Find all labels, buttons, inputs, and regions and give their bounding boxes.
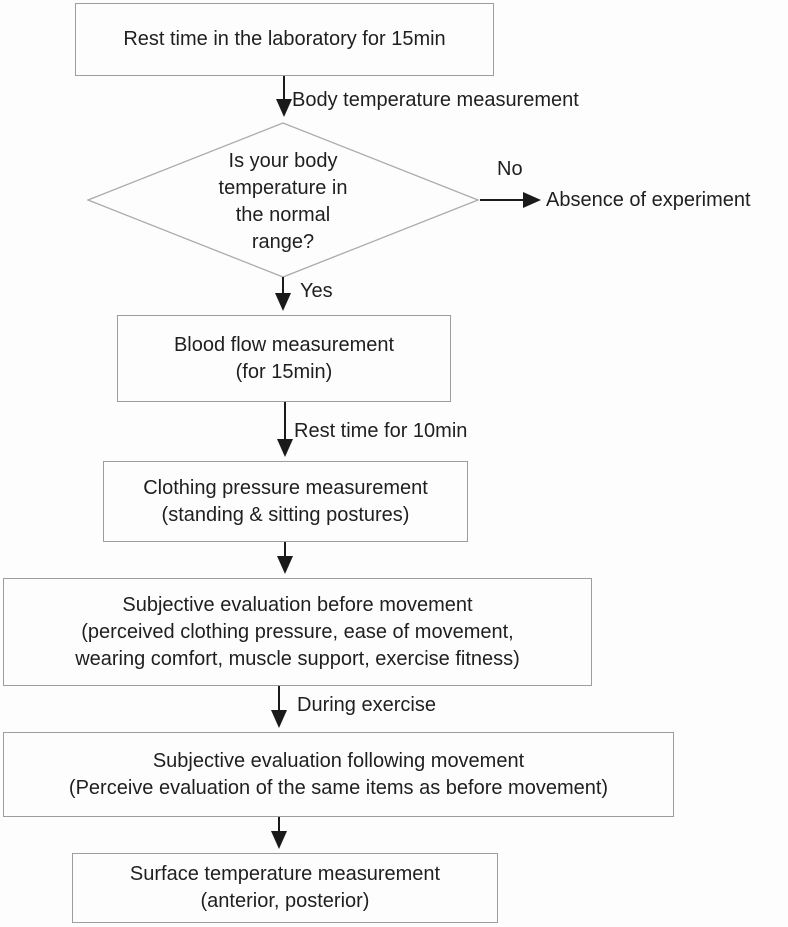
decision-line-3: the normal: [235, 204, 331, 226]
subjective-before-line-3: wearing comfort, muscle support, exercis…: [75, 647, 520, 670]
decision-line-2: temperature in: [218, 177, 348, 199]
blood-line-1: Blood flow measurement: [173, 333, 395, 356]
subjective-before-line-2: (perceived clothing pressure, ease of mo…: [81, 620, 514, 643]
flow-box-rest-time-text: Rest time in the laboratory for 15min: [123, 28, 446, 50]
edge-label-no: No: [497, 158, 523, 180]
clothing-line-1: Clothing pressure measurement: [143, 476, 428, 499]
flow-box-blood-flow: Blood flow measurement (for 15min): [117, 315, 451, 402]
flow-box-subjective-following: Subjective evaluation following movement…: [3, 732, 674, 817]
decision-line-4: range?: [251, 231, 315, 253]
edge-label-body-temperature: Body temperature measurement: [292, 89, 579, 111]
surface-line-2: (anterior, posterior): [200, 890, 370, 912]
flow-box-rest-time: Rest time in the laboratory for 15min: [75, 3, 494, 76]
edge-label-during-exercise: During exercise: [297, 694, 436, 716]
subjective-before-line-1: Subjective evaluation before movement: [122, 593, 473, 616]
flow-box-surface-temperature: Surface temperature measurement (anterio…: [72, 853, 498, 923]
subjective-following-line-2: (Perceive evaluation of the same items a…: [68, 776, 609, 799]
flow-terminal-absence: Absence of experiment: [546, 189, 751, 211]
flow-box-subjective-before: Subjective evaluation before movement (p…: [3, 578, 592, 686]
edge-label-yes: Yes: [300, 280, 333, 302]
flow-box-clothing-pressure: Clothing pressure measurement (standing …: [103, 461, 468, 542]
surface-line-1: Surface temperature measurement: [129, 863, 441, 885]
subjective-following-line-1: Subjective evaluation following movement: [152, 749, 525, 772]
edge-label-rest-10min: Rest time for 10min: [294, 420, 468, 442]
decision-line-1: Is your body: [228, 150, 338, 172]
decision-diamond-text: Is your body temperature in the normal r…: [168, 148, 398, 256]
blood-line-2: (for 15min): [235, 360, 333, 383]
clothing-line-2: (standing & sitting postures): [161, 503, 410, 526]
